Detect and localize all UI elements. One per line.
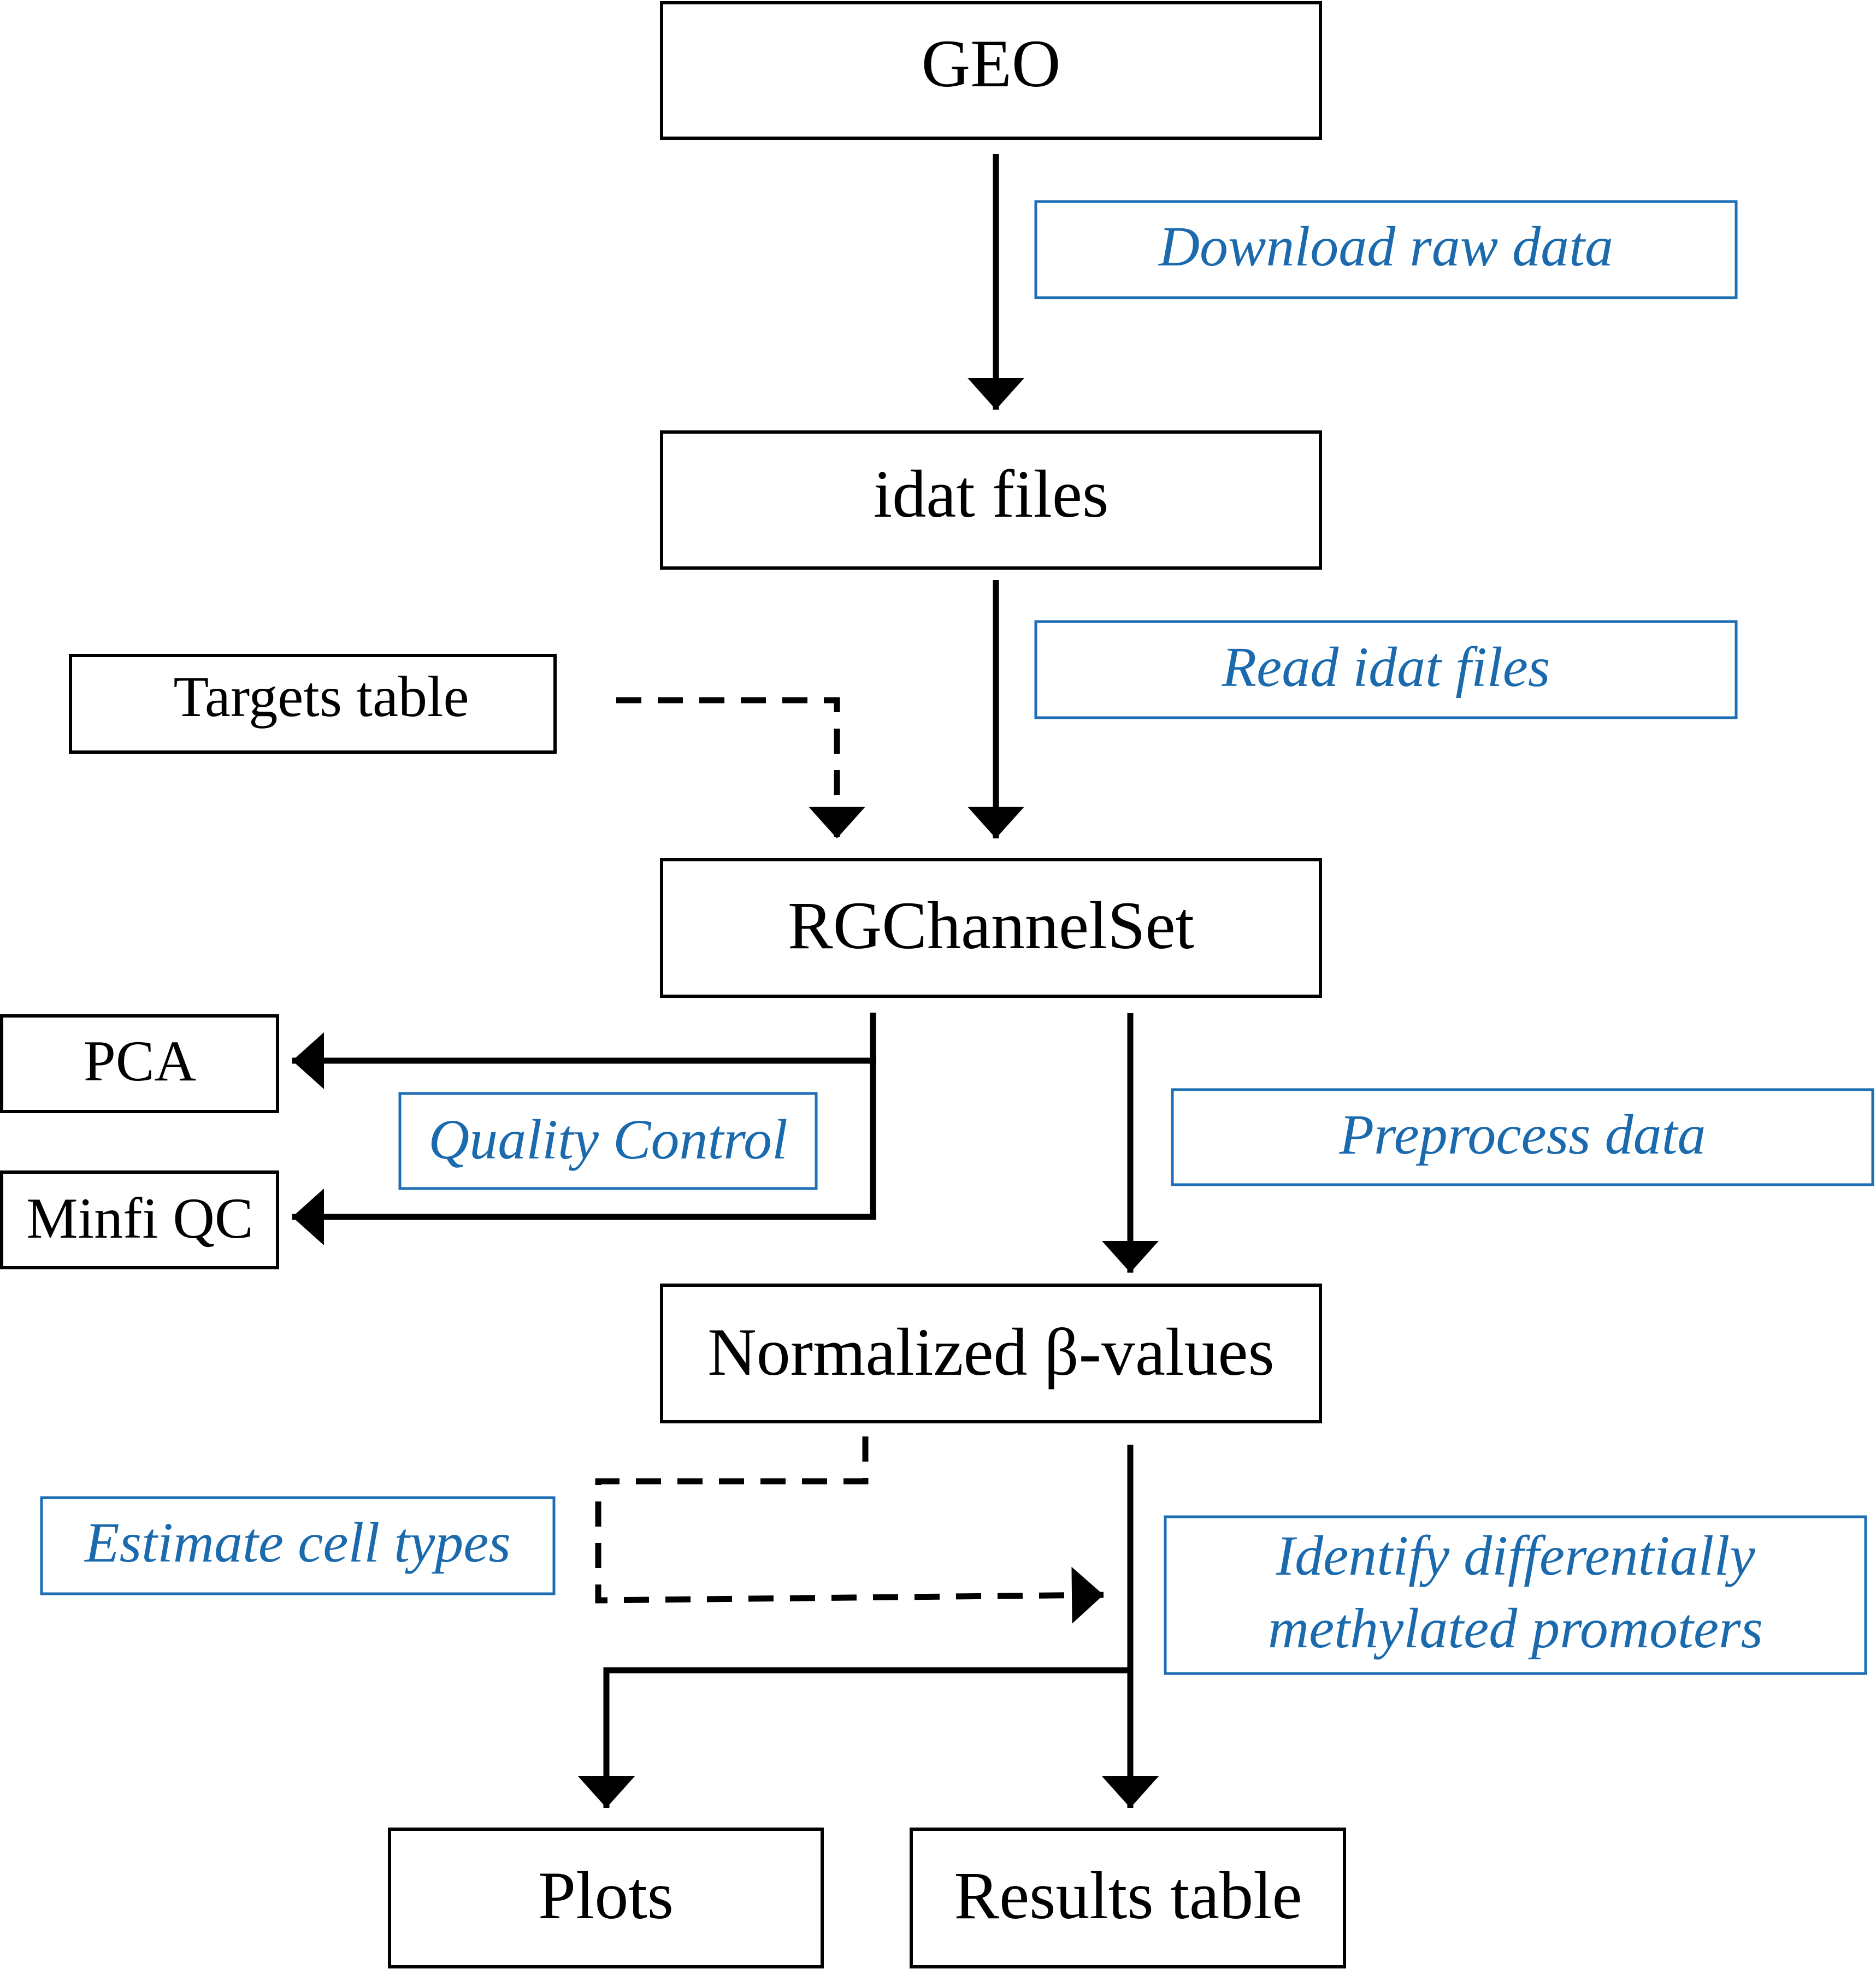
node-minfi-qc-label: Minfi QC	[26, 1186, 253, 1250]
edges	[292, 154, 1159, 1808]
node-labels: GEO idat files Targets table RGChannelSe…	[26, 26, 1302, 1933]
step-identify-dm-label-line2: methylated promoters	[1268, 1597, 1763, 1660]
node-idat-files-label: idat files	[874, 457, 1108, 531]
node-geo-box	[660, 1, 1322, 140]
step-labels: Download raw data Read idat files Qualit…	[84, 215, 1763, 1660]
edge-to-plots	[578, 1667, 1130, 1808]
node-results-table-box	[910, 1828, 1346, 1968]
node-minfi-qc-box	[0, 1170, 279, 1269]
edge-targets-to-rgchannelset	[616, 697, 865, 838]
step-preprocess-label: Preprocess data	[1338, 1103, 1706, 1166]
step-estimate-cell-types-box	[40, 1496, 556, 1595]
step-quality-control-box	[398, 1092, 818, 1190]
node-targets-table-label: Targets table	[173, 665, 469, 729]
step-preprocess-box	[1171, 1088, 1874, 1186]
step-identify-dm-label-line1: Identify differentially	[1276, 1524, 1756, 1587]
step-identify-dm-box	[1164, 1515, 1867, 1675]
node-normalized-beta-box	[660, 1284, 1322, 1423]
node-rgchannelset-label: RGChannelSet	[788, 888, 1194, 963]
node-boxes	[0, 1, 1346, 1968]
node-normalized-beta-label: Normalized β-values	[707, 1315, 1274, 1389]
node-targets-table-box	[69, 654, 557, 754]
dashed-edges	[595, 697, 1104, 1624]
step-read-idat-label: Read idat files	[1222, 636, 1550, 699]
edge-cell-types-to-model	[595, 1436, 1104, 1624]
node-geo-label: GEO	[922, 26, 1061, 101]
step-download-box	[1034, 200, 1738, 299]
node-pca-box	[0, 1014, 279, 1113]
step-boxes	[40, 200, 1874, 1675]
node-results-table-label: Results table	[954, 1858, 1302, 1933]
step-quality-control-label: Quality Control	[428, 1108, 788, 1171]
step-estimate-cell-types-label: Estimate cell types	[84, 1511, 511, 1574]
step-read-idat-box	[1034, 620, 1738, 719]
node-rgchannelset-box	[660, 858, 1322, 998]
node-idat-files-box	[660, 430, 1322, 570]
node-plots-box	[388, 1828, 824, 1968]
node-pca-label: PCA	[84, 1029, 196, 1093]
step-download-label: Download raw data	[1158, 215, 1613, 278]
node-plots-label: Plots	[538, 1858, 674, 1933]
